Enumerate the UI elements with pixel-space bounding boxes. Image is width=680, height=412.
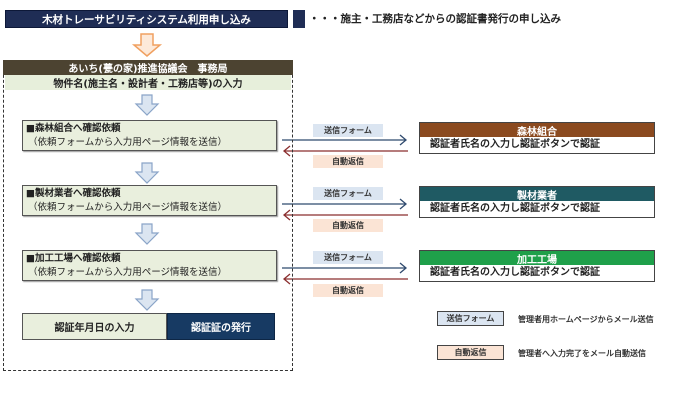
title-description: ・・・施主・工務店などからの認証書発行の申し込み xyxy=(309,13,561,25)
top-down-arrow-icon xyxy=(131,33,163,57)
legend-auto-reply: 自動返信 xyxy=(437,345,504,360)
step-title: ■加工工場へ確認依頼 xyxy=(26,253,121,264)
receiver-forest-cooperative: 森林組合 認証者氏名の入力し認証ボタンで認証 xyxy=(419,122,655,154)
receiver-action: 認証者氏名の入力し認証ボタンで認証 xyxy=(430,267,600,278)
step-sawmill: ■製材業者へ確認依頼 （依頼フォームから入力用ページ情報を送信） xyxy=(22,185,277,216)
organization-header: あいち(甍の家)推進協議会 事務局 xyxy=(3,60,293,75)
send-arrowhead-icon xyxy=(399,262,408,274)
title-swatch xyxy=(293,10,305,28)
step-subtitle: （依頼フォームから入力用ページ情報を送信） xyxy=(28,202,228,213)
step-title: ■製材業者へ確認依頼 xyxy=(26,188,121,199)
receiver-action: 認証者氏名の入力し認証ボタンで認証 xyxy=(430,139,600,150)
step-processing-plant: ■加工工場へ確認依頼 （依頼フォームから入力用ページ情報を送信） xyxy=(22,250,277,281)
down-arrow-icon xyxy=(134,162,160,184)
step-forest-cooperative: ■森林組合へ確認依頼 （依頼フォームから入力用ページ情報を送信） xyxy=(22,120,277,151)
send-form-label: 送信フォーム xyxy=(313,187,383,200)
receiver-processing-plant: 加工工場 認証者氏名の入力し認証ボタンで認証 xyxy=(419,250,655,282)
property-input-step: 物件名(施主名・設計者・工務店等)の入力 xyxy=(5,75,291,90)
certification-date-input: 認証年月日の入力 xyxy=(22,313,167,340)
receiver-name: 森林組合 xyxy=(420,123,654,138)
reply-arrowhead-icon xyxy=(282,145,291,157)
step-title: ■森林組合へ確認依頼 xyxy=(26,123,121,134)
reply-arrowhead-icon xyxy=(282,209,291,221)
down-arrow-icon xyxy=(134,94,160,116)
down-arrow-icon xyxy=(134,223,160,245)
send-form-label: 送信フォーム xyxy=(313,251,383,264)
receiver-name: 加工工場 xyxy=(420,251,654,266)
send-arrowhead-icon xyxy=(399,198,408,210)
certificate-issue: 認証証の発行 xyxy=(167,313,275,340)
reply-arrowhead-icon xyxy=(282,273,291,285)
legend-send-form-description: 管理者用ホームページからメール送信 xyxy=(518,315,654,324)
legend-auto-reply-description: 管理者へ入力完了をメール自動送信 xyxy=(518,349,646,358)
down-arrow-icon xyxy=(134,289,160,311)
receiver-name: 製材業者 xyxy=(420,187,654,202)
auto-reply-label: 自動返信 xyxy=(313,284,383,297)
step-subtitle: （依頼フォームから入力用ページ情報を送信） xyxy=(28,137,228,148)
receiver-action: 認証者氏名の入力し認証ボタンで認証 xyxy=(430,203,600,214)
legend-send-form: 送信フォーム xyxy=(437,311,504,326)
auto-reply-label: 自動返信 xyxy=(313,155,383,168)
send-arrowhead-icon xyxy=(399,134,408,146)
auto-reply-label: 自動返信 xyxy=(313,219,383,232)
receiver-sawmill: 製材業者 認証者氏名の入力し認証ボタンで認証 xyxy=(419,186,655,218)
send-form-label: 送信フォーム xyxy=(313,124,383,137)
step-subtitle: （依頼フォームから入力用ページ情報を送信） xyxy=(28,267,228,278)
title-bar: 木材トレーサビリティシステム利用申し込み xyxy=(5,10,288,28)
